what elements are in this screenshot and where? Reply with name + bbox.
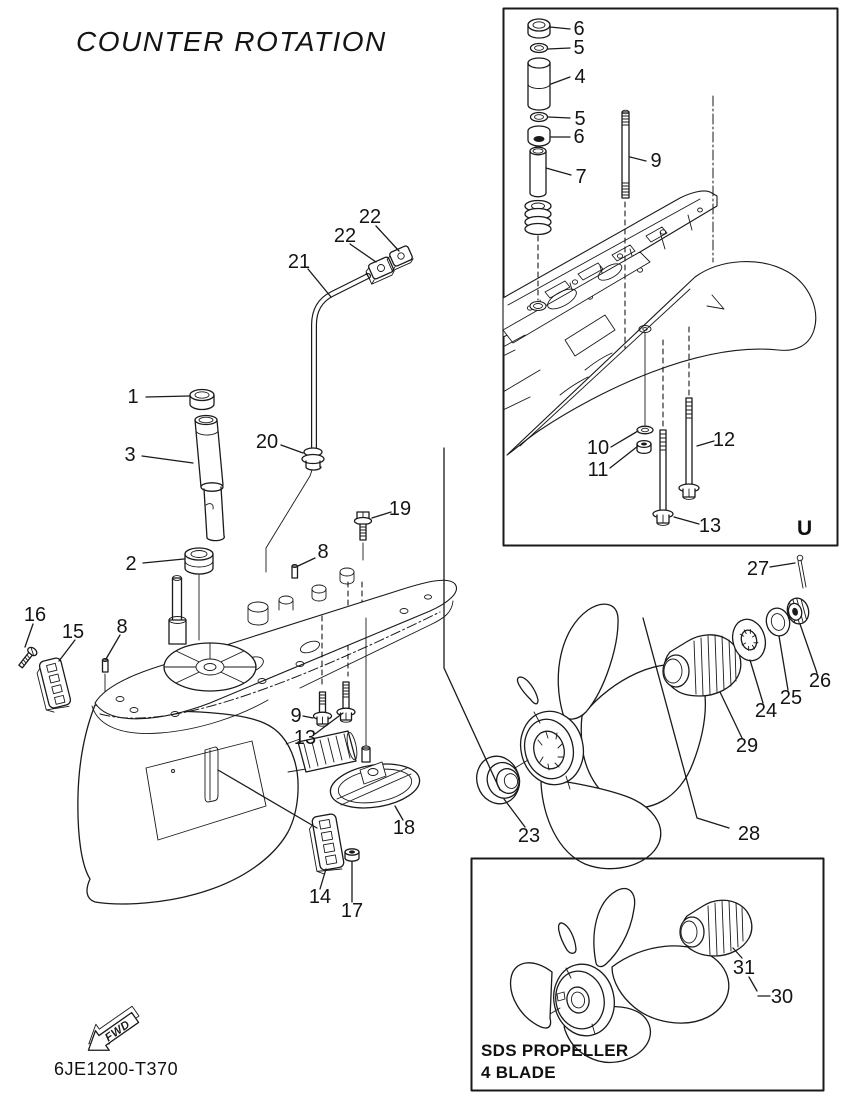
part-callout-15: 15 bbox=[61, 621, 85, 643]
hub-kit-31 bbox=[679, 899, 753, 957]
part-callout-31: 31 bbox=[732, 957, 756, 979]
deck-bosses bbox=[311, 567, 355, 602]
part-callout-24: 24 bbox=[754, 700, 778, 722]
thrust-washer-23 bbox=[476, 755, 521, 805]
part-callout-9: 9 bbox=[650, 150, 662, 172]
tube-clamp-22a bbox=[365, 256, 395, 285]
part-callout-23: 23 bbox=[517, 825, 541, 847]
driveshaft-assembly bbox=[163, 575, 294, 692]
part-callout-20: 20 bbox=[255, 431, 279, 453]
part-callout-22: 22 bbox=[333, 225, 357, 247]
part-callout-16: 16 bbox=[23, 604, 47, 626]
part-callout-5: 5 bbox=[574, 108, 586, 130]
drawing-number: 6JE1200-T370 bbox=[54, 1059, 179, 1079]
driveshaft-sleeve-stack bbox=[524, 18, 552, 301]
part-callout-19: 19 bbox=[388, 498, 412, 520]
bolt-9-main bbox=[312, 615, 333, 727]
anode-14 bbox=[309, 813, 345, 875]
inset-top-right bbox=[502, 7, 839, 547]
part-callout-17: 17 bbox=[340, 900, 364, 922]
part-callout-26: 26 bbox=[808, 670, 832, 692]
washer-and-nut bbox=[636, 332, 654, 455]
nut-17 bbox=[344, 848, 360, 862]
vent-fitting-20 bbox=[265, 447, 325, 573]
part-callout-27: 27 bbox=[746, 558, 770, 580]
part-callout-6: 6 bbox=[573, 126, 585, 148]
part-callout-28: 28 bbox=[737, 823, 761, 845]
inset-view-label: U bbox=[797, 517, 813, 540]
stud-9 bbox=[621, 109, 630, 349]
hub-kit-29 bbox=[662, 634, 742, 697]
dowel-pin-8a bbox=[291, 564, 299, 579]
bolt-19 bbox=[347, 511, 373, 677]
sds-propeller-caption-line1: SDS PROPELLER bbox=[481, 1041, 629, 1060]
part-callout-21: 21 bbox=[287, 251, 311, 273]
main-leader-lines bbox=[24, 225, 818, 903]
bolt-12-inset bbox=[678, 326, 700, 500]
part-callout-8: 8 bbox=[116, 616, 128, 638]
part-callout-13: 13 bbox=[698, 515, 722, 537]
part-callout-30: 30 bbox=[770, 986, 794, 1008]
propeller-3-blade bbox=[514, 603, 706, 870]
prop-shaft-splines bbox=[285, 730, 358, 773]
part-callout-13: 13 bbox=[293, 727, 317, 749]
part-callout-22: 22 bbox=[358, 206, 382, 228]
upper-case-casting bbox=[502, 190, 718, 357]
part-callout-29: 29 bbox=[735, 735, 759, 757]
part-callout-14: 14 bbox=[308, 886, 332, 908]
part-callout-12: 12 bbox=[712, 429, 736, 451]
part-callout-6: 6 bbox=[573, 18, 585, 40]
gearcase-housing bbox=[77, 567, 457, 905]
part-callout-1: 1 bbox=[127, 386, 139, 408]
cotter-pin-27 bbox=[796, 554, 807, 589]
page-title: COUNTER ROTATION bbox=[76, 26, 387, 57]
sds-propeller-caption-line2: 4 BLADE bbox=[481, 1063, 556, 1082]
fwd-arrow: FWD bbox=[87, 1005, 140, 1051]
anode-15 bbox=[36, 657, 72, 713]
part-callout-9: 9 bbox=[290, 705, 302, 727]
inset-leader-lines bbox=[545, 26, 715, 525]
part-callout-3: 3 bbox=[124, 444, 136, 466]
water-tube-21 bbox=[311, 272, 371, 450]
washer-25 bbox=[765, 607, 791, 637]
part-callout-5: 5 bbox=[573, 37, 585, 59]
inset-br-leader-lines bbox=[732, 947, 771, 997]
bolt-13-inset bbox=[652, 339, 674, 526]
part-callout-18: 18 bbox=[392, 817, 416, 839]
screw-16 bbox=[18, 646, 38, 669]
part-callout-7: 7 bbox=[575, 166, 587, 188]
water-intake bbox=[145, 740, 267, 841]
part-callout-10: 10 bbox=[586, 437, 610, 459]
shift-rod-stack bbox=[184, 388, 225, 641]
lower-housing-rear-view bbox=[502, 261, 817, 456]
inset-bottom-right bbox=[470, 857, 825, 1092]
prop-nut-26 bbox=[786, 597, 810, 625]
part-callout-11: 11 bbox=[587, 459, 609, 481]
spacer-24 bbox=[731, 618, 767, 662]
propeller-4-blade bbox=[509, 887, 730, 1063]
part-callout-25: 25 bbox=[779, 687, 803, 709]
tube-clamp-22b bbox=[386, 245, 414, 272]
part-callout-4: 4 bbox=[574, 66, 586, 88]
part-callout-8: 8 bbox=[317, 541, 329, 563]
anode-plate-18 bbox=[329, 617, 421, 809]
part-callout-2: 2 bbox=[125, 553, 137, 575]
